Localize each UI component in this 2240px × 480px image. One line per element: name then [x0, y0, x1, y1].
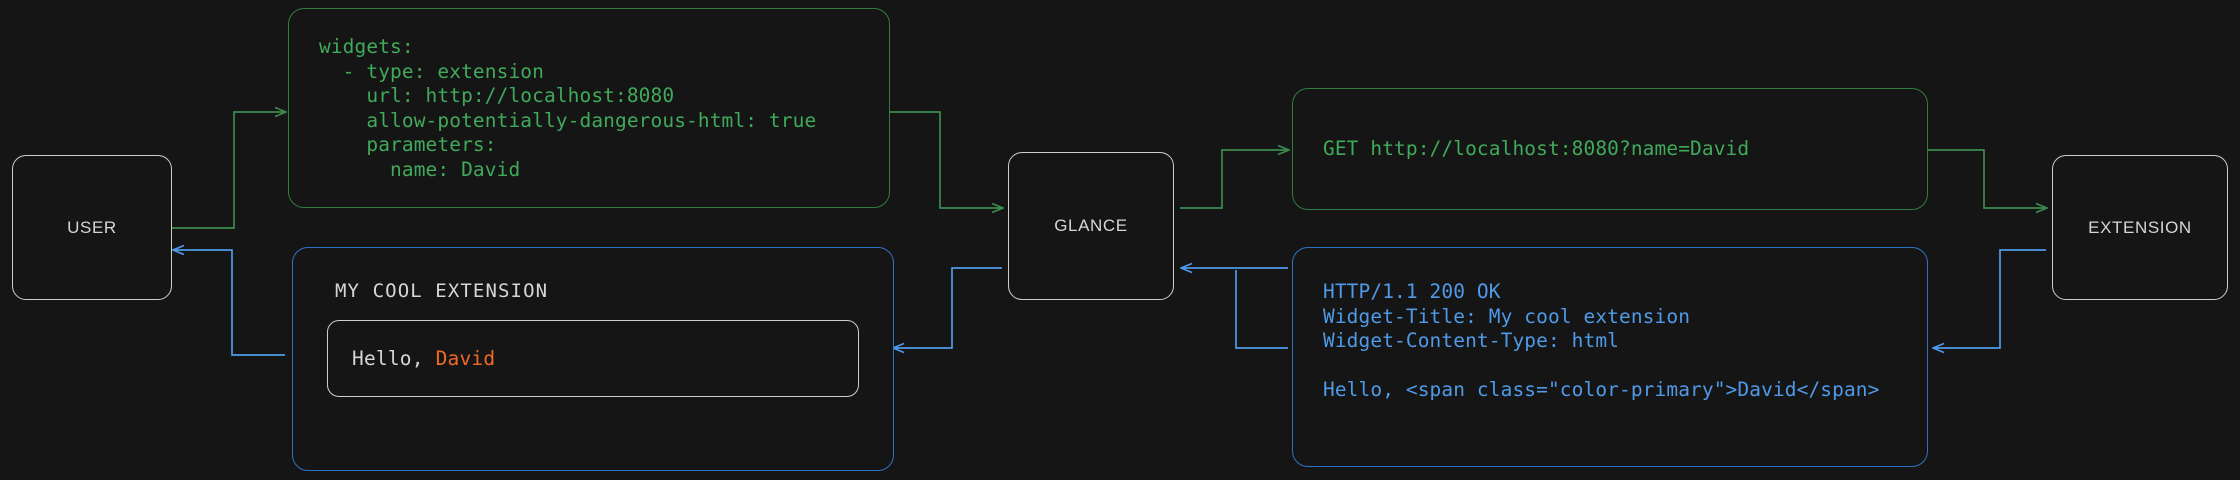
edge-config-to-glance — [890, 111, 1002, 208]
edge-glance-to-widget — [894, 267, 1002, 348]
node-extension-label: EXTENSION — [2088, 217, 2192, 237]
node-user[interactable]: USER — [12, 155, 172, 300]
edge-glance-to-request — [1180, 150, 1288, 209]
edge-request-to-extension — [1928, 149, 2046, 208]
rendered-widget-title: MY COOL EXTENSION — [335, 280, 549, 302]
rendered-widget-greeting: Hello, — [352, 347, 436, 370]
node-user-label: USER — [67, 217, 117, 237]
rendered-widget-card: Hello, David — [327, 320, 859, 397]
rendered-widget-preview: MY COOL EXTENSION Hello, David — [292, 247, 894, 471]
http-request-block: GET http://localhost:8080?name=David — [1292, 88, 1928, 210]
node-extension[interactable]: EXTENSION — [2052, 155, 2228, 300]
config-yaml-block: widgets: - type: extension url: http://l… — [288, 8, 890, 208]
edge-response-riser — [1235, 270, 1288, 349]
http-response-block: HTTP/1.1 200 OK Widget-Title: My cool ex… — [1292, 247, 1928, 467]
http-response-text: HTTP/1.1 200 OK Widget-Title: My cool ex… — [1323, 280, 1880, 401]
edge-user-to-config — [172, 112, 285, 229]
config-yaml-text: widgets: - type: extension url: http://l… — [319, 35, 817, 181]
http-request-text: GET http://localhost:8080?name=David — [1323, 136, 1750, 160]
edge-extension-to-response — [1934, 249, 2046, 348]
node-glance[interactable]: GLANCE — [1008, 152, 1174, 300]
node-glance-label: GLANCE — [1054, 216, 1128, 235]
rendered-widget-name: David — [435, 347, 496, 370]
edge-widget-to-user — [174, 250, 285, 356]
